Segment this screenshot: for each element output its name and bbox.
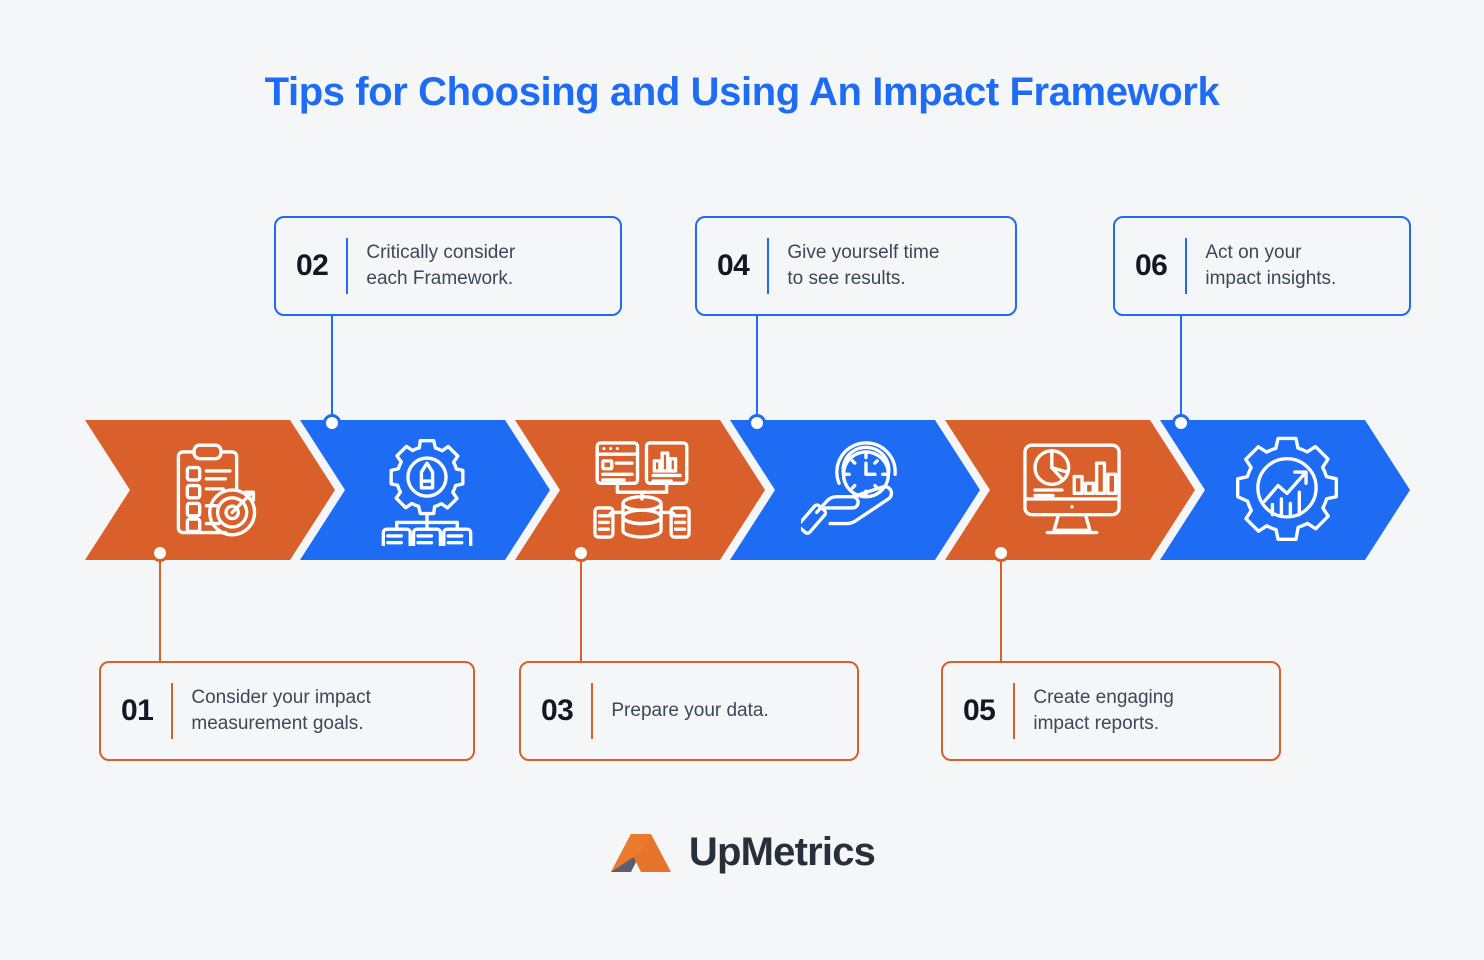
callout-text-04: Give yourself time to see results. bbox=[787, 242, 940, 289]
callout-number-03: 03 bbox=[541, 694, 574, 727]
callout-text-06: Act on your impact insights. bbox=[1205, 242, 1337, 289]
chevron-step-05[interactable] bbox=[945, 420, 1195, 560]
chevron-step-06[interactable] bbox=[1160, 420, 1410, 560]
callout-step-01[interactable]: 01 Consider your impact measurement goal… bbox=[99, 661, 475, 761]
chevron-step-04[interactable] bbox=[730, 420, 980, 560]
process-chevron-band bbox=[0, 420, 1484, 560]
connector-dot-06 bbox=[1172, 414, 1190, 432]
upmetrics-logo-mark bbox=[609, 826, 673, 878]
callout-step-06[interactable]: 06 Act on your impact insights. bbox=[1113, 216, 1411, 316]
callout-step-05[interactable]: 05 Create engaging impact reports. bbox=[941, 661, 1281, 761]
callout-divider-01 bbox=[171, 683, 174, 739]
callout-divider-06 bbox=[1185, 238, 1188, 294]
callout-divider-04 bbox=[767, 238, 770, 294]
connector-line-06 bbox=[1180, 316, 1182, 424]
connector-dot-01 bbox=[151, 544, 169, 562]
chevron-step-02[interactable] bbox=[300, 420, 550, 560]
connector-dot-04 bbox=[748, 414, 766, 432]
callout-divider-03 bbox=[591, 683, 594, 739]
callout-number-01: 01 bbox=[121, 694, 154, 727]
hand-clock-icon bbox=[801, 434, 913, 546]
connector-line-03 bbox=[580, 552, 582, 664]
database-dashboard-icon bbox=[586, 434, 698, 546]
callout-step-02[interactable]: 02 Critically consider each Framework. bbox=[274, 216, 622, 316]
connector-line-01 bbox=[159, 552, 161, 664]
callout-text-03: Prepare your data. bbox=[611, 700, 769, 722]
callout-number-02: 02 bbox=[296, 249, 329, 282]
connector-line-05 bbox=[1000, 552, 1002, 664]
callout-text-02: Critically consider each Framework. bbox=[366, 242, 516, 289]
connector-dot-02 bbox=[323, 414, 341, 432]
chevron-step-01[interactable] bbox=[85, 420, 335, 560]
callout-step-04[interactable]: 04 Give yourself time to see results. bbox=[695, 216, 1017, 316]
callout-number-04: 04 bbox=[717, 249, 750, 282]
gear-pencil-documents-icon bbox=[371, 434, 483, 546]
callout-number-05: 05 bbox=[963, 694, 996, 727]
connector-dot-05 bbox=[992, 544, 1010, 562]
connector-line-02 bbox=[331, 316, 333, 424]
page-title: Tips for Choosing and Using An Impact Fr… bbox=[264, 70, 1220, 114]
footer-logo: UpMetrics bbox=[0, 826, 1484, 878]
callout-divider-02 bbox=[346, 238, 349, 294]
monitor-charts-icon bbox=[1016, 434, 1128, 546]
callout-step-03[interactable]: 03 Prepare your data. bbox=[519, 661, 859, 761]
connector-line-04 bbox=[756, 316, 758, 424]
callout-divider-05 bbox=[1013, 683, 1016, 739]
clipboard-target-icon bbox=[156, 434, 268, 546]
callout-text-01: Consider your impact measurement goals. bbox=[191, 687, 371, 734]
gear-growth-arrow-icon bbox=[1231, 434, 1343, 546]
connector-dot-03 bbox=[572, 544, 590, 562]
callout-number-06: 06 bbox=[1135, 249, 1168, 282]
chevron-step-03[interactable] bbox=[515, 420, 765, 560]
callout-text-05: Create engaging impact reports. bbox=[1033, 687, 1174, 734]
upmetrics-logo-text: UpMetrics bbox=[688, 829, 876, 874]
